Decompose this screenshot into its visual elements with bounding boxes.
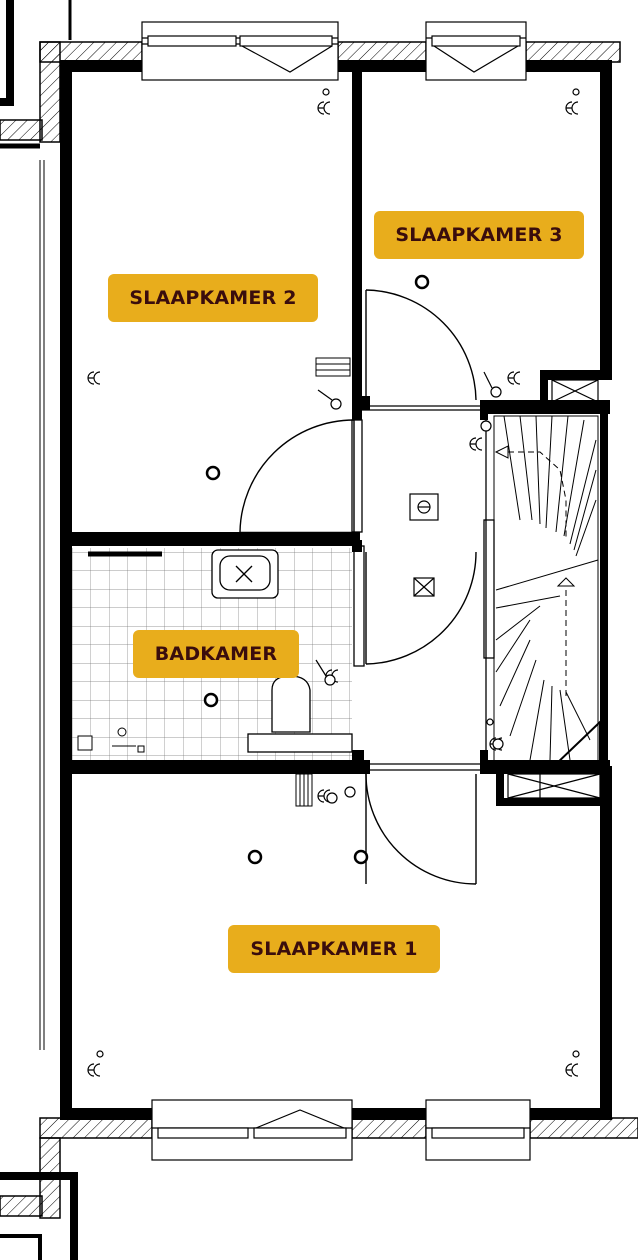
room-label-slaapkamer-2: SLAAPKAMER 2 — [108, 274, 318, 322]
top-windows — [141, 21, 527, 81]
ceiling-light-icon — [203, 274, 430, 865]
hallway-frames — [351, 405, 495, 771]
shaft — [507, 379, 601, 799]
outer-boundary — [0, 0, 78, 1260]
toilet-icon — [247, 675, 353, 753]
switch-icon — [96, 88, 580, 1058]
wall-outlet-icon — [87, 101, 579, 1077]
room-label-badkamer: BADKAMER — [133, 630, 299, 678]
sink-icon — [211, 549, 279, 599]
extractor-fan-icon — [413, 577, 435, 597]
smoke-detector-icon — [409, 493, 439, 521]
radiator-icon — [295, 357, 351, 807]
room-label-slaapkamer-3: SLAAPKAMER 3 — [374, 211, 584, 259]
stairs-icon — [493, 415, 601, 767]
bottom-windows — [151, 1099, 531, 1161]
door-swings — [239, 289, 477, 885]
room-label-slaapkamer-1: SLAAPKAMER 1 — [228, 925, 440, 973]
shower-icon — [77, 727, 145, 753]
